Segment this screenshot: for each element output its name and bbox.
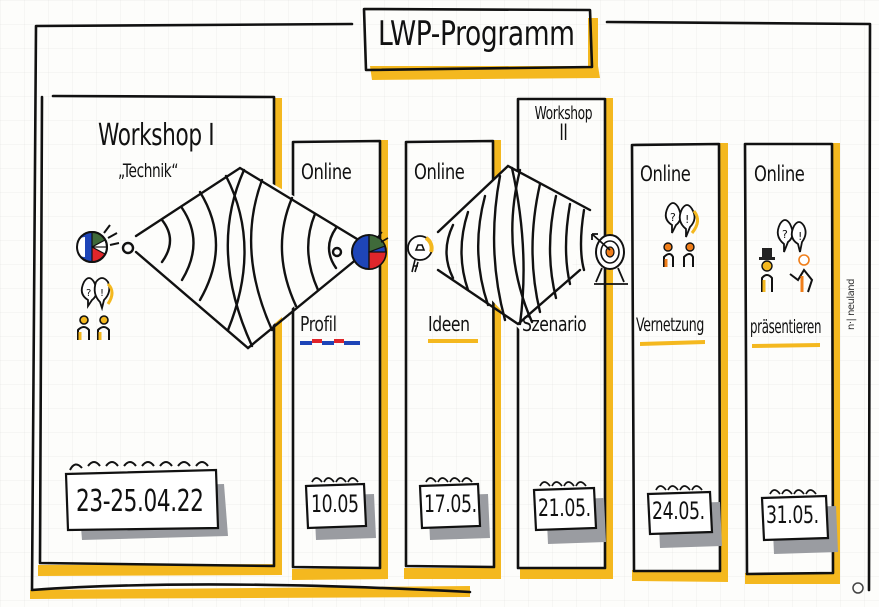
session-4-type-label: Workshop: [534, 103, 593, 124]
title-box: [362, 7, 594, 72]
profil-underline: [300, 339, 360, 345]
calendar-1: [64, 461, 228, 540]
svg-text:!: !: [798, 230, 802, 243]
calendar-4: [532, 481, 606, 544]
presenter-audience-icon: ? !: [759, 219, 814, 293]
session-4-topic: Szenario: [522, 312, 587, 336]
lightbulb-icon: [407, 235, 434, 273]
session-2-type: Online: [301, 160, 352, 184]
session-5-date: 24.05.: [652, 497, 705, 525]
session-3-date: 17.05.: [424, 490, 477, 518]
pie-chart-icon-2: [351, 231, 389, 270]
pie-chart-icon-1: [75, 224, 120, 263]
calendar-3: [418, 477, 490, 540]
column-5-frame: [630, 142, 722, 573]
session-4-date: 21.05.: [538, 494, 591, 522]
column-1-frame: [38, 94, 276, 568]
column-3-frame: [404, 139, 496, 569]
svg-text:?: ?: [670, 211, 676, 224]
session-6-type: Online: [754, 162, 805, 186]
page-title: LWP-Programm: [378, 14, 575, 54]
svg-text:!: !: [100, 288, 104, 299]
people-question-exclamation-icon-1: ? !: [77, 277, 114, 340]
calendar-icons: [64, 461, 838, 554]
session-3-topic: Ideen: [428, 312, 470, 336]
people-question-exclamation-icon-2: ? !: [663, 202, 699, 267]
session-6-date: 31.05.: [766, 501, 819, 529]
target-icon: [591, 233, 628, 285]
column-4-frame: [516, 97, 607, 570]
calendar-6: [760, 489, 838, 554]
outer-frame: [30, 22, 472, 594]
double-diamond-1: [121, 165, 370, 350]
session-6-topic: präsentieren: [750, 316, 822, 338]
brand-logo: n·| neuland: [846, 279, 857, 330]
session-1-type: Workshop I: [98, 118, 215, 153]
session-4-subtitle: II: [559, 121, 568, 146]
session-3-type: Online: [414, 160, 465, 184]
session-1-date: 23-25.04.22: [76, 484, 204, 519]
session-5-type: Online: [640, 162, 691, 186]
column-2-frame: [291, 139, 382, 570]
copyright-icon: [852, 582, 864, 594]
session-5-topic: Vernetzung: [636, 314, 704, 336]
session-2-date: 10.05: [311, 490, 359, 518]
calendar-2: [304, 477, 376, 540]
svg-text:?: ?: [782, 228, 788, 241]
calendar-5: [646, 485, 722, 548]
session-1-subtitle: „Technik“: [118, 160, 179, 182]
svg-text:!: !: [685, 213, 689, 226]
svg-text:?: ?: [86, 288, 91, 299]
column-6-frame: [743, 142, 835, 576]
session-2-topic: Profil: [300, 312, 337, 336]
session-4-type: Workshop II: [526, 103, 601, 146]
double-diamond-2: [435, 164, 600, 330]
